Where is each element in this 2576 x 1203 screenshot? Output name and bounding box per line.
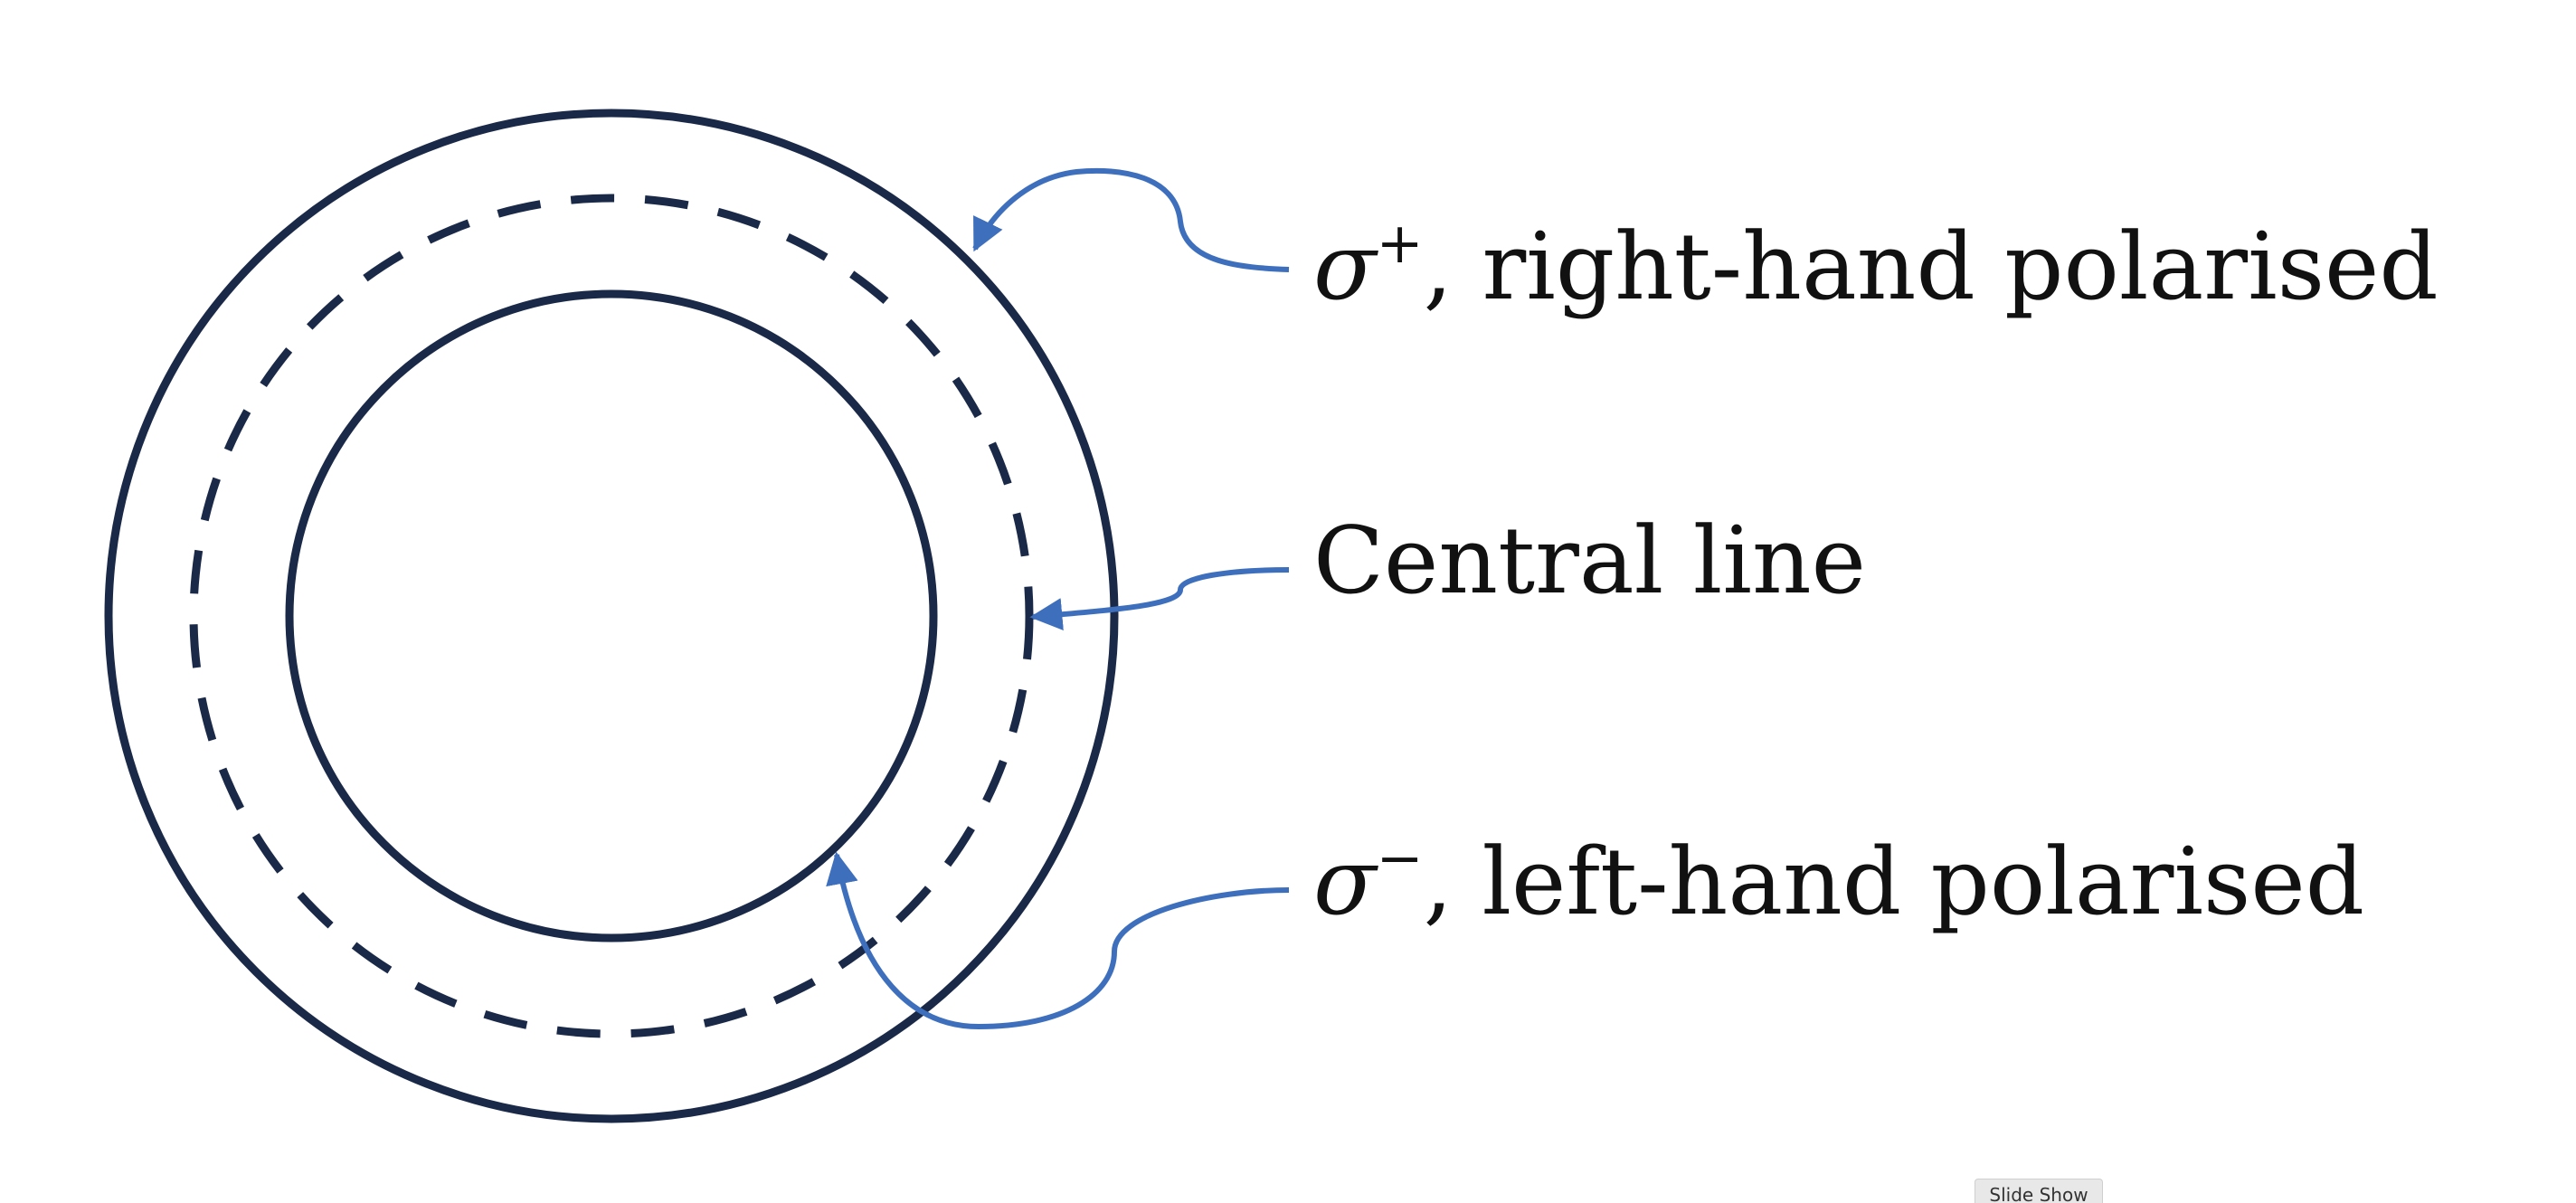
central-dashed-circle bbox=[189, 194, 1034, 1038]
sigma-plus-superscript: + bbox=[1376, 210, 1424, 276]
inner-circle bbox=[285, 289, 938, 943]
arrow-sigma-minus bbox=[826, 851, 1290, 1030]
label-sigma-plus: σ+, right-hand polarised bbox=[1313, 215, 2439, 314]
slide-show-button[interactable]: Slide Show bbox=[1975, 1179, 2103, 1203]
arrow-central-line bbox=[1029, 567, 1290, 631]
label-central-line: Central line bbox=[1313, 516, 1866, 608]
label-sigma-minus: σ−, left-hand polarised bbox=[1313, 830, 2364, 929]
outer-circle bbox=[104, 109, 1119, 1123]
central-line-text: Central line bbox=[1313, 507, 1867, 615]
sigma-minus-text: , left-hand polarised bbox=[1423, 829, 2365, 936]
sigma-minus-symbol: σ bbox=[1313, 829, 1377, 936]
sigma-plus-text: , right-hand polarised bbox=[1423, 213, 2439, 321]
sigma-plus-symbol: σ bbox=[1313, 213, 1377, 321]
arrow-sigma-plus bbox=[972, 167, 1290, 272]
sigma-minus-superscript: − bbox=[1376, 825, 1424, 891]
